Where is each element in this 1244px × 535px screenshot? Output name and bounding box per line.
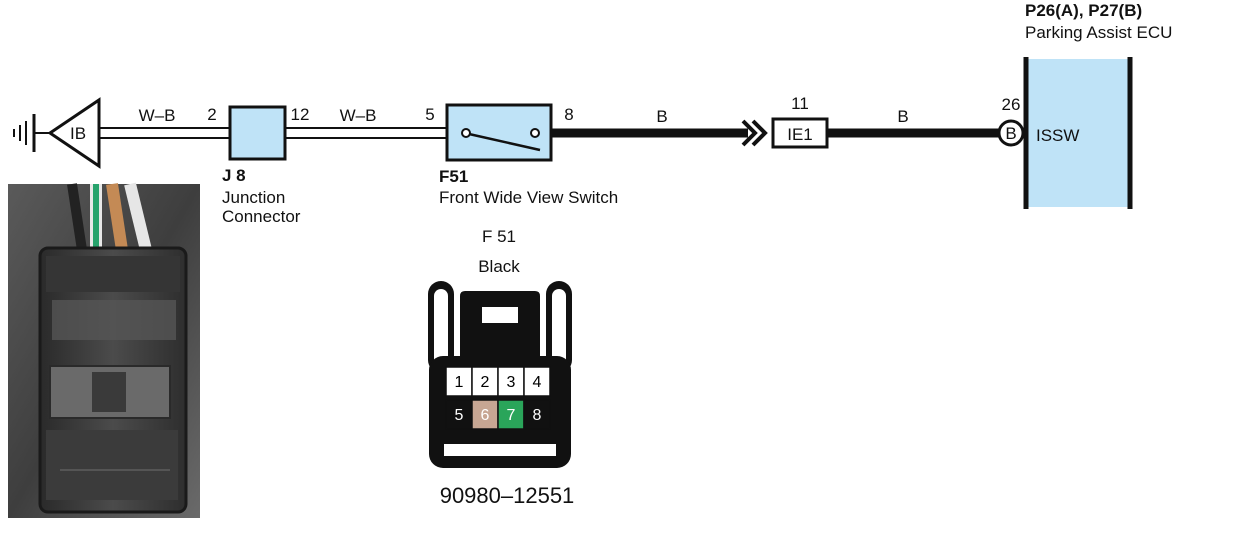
in-line-arrows bbox=[741, 119, 768, 147]
cavity-4-label: 4 bbox=[533, 374, 542, 391]
ecu-box bbox=[1026, 59, 1130, 207]
connector-face-ref: F 51 bbox=[482, 227, 516, 246]
ib-label: IB bbox=[70, 124, 86, 143]
junction-pin-in: 2 bbox=[207, 105, 216, 124]
switch-lever bbox=[468, 132, 541, 152]
cavity-7-label: 7 bbox=[507, 407, 516, 424]
wire-wb-1-label: W–B bbox=[139, 106, 176, 125]
switch-pin-in: 5 bbox=[425, 105, 434, 124]
ecu-pin-letter: B bbox=[1005, 124, 1016, 143]
ecu-terminal-label: ISSW bbox=[1036, 126, 1079, 145]
switch-pin-out: 8 bbox=[564, 105, 573, 124]
cavity-4 bbox=[523, 366, 551, 397]
switch-ref: F51 bbox=[439, 167, 468, 186]
junction-connector-box bbox=[228, 105, 287, 161]
switch-contact-right bbox=[530, 128, 540, 138]
switch-name: Front Wide View Switch bbox=[439, 188, 618, 207]
cavity-6-label: 6 bbox=[481, 407, 490, 424]
cavity-5-label: 5 bbox=[455, 407, 464, 424]
cavity-1 bbox=[445, 366, 473, 397]
ecu-name: Parking Assist ECU bbox=[1025, 23, 1172, 42]
cavity-3-label: 3 bbox=[507, 374, 516, 391]
junction-ref: J 8 bbox=[222, 166, 246, 185]
cavity-1-label: 1 bbox=[455, 374, 464, 391]
junction-name-line2: Connector bbox=[222, 207, 301, 226]
wire-b-2-label: B bbox=[897, 107, 908, 126]
cavity-2-label: 2 bbox=[481, 374, 490, 391]
splice-label: IE1 bbox=[787, 125, 813, 144]
switch-contact-left bbox=[461, 128, 471, 138]
ib-triangle bbox=[47, 97, 101, 169]
wire-wb-2 bbox=[285, 127, 447, 139]
connector-face-housing-color: Black bbox=[478, 257, 520, 276]
ecu-ref: P26(A), P27(B) bbox=[1025, 1, 1142, 20]
cavity-5 bbox=[445, 399, 473, 430]
wire-wb-1 bbox=[99, 127, 230, 139]
connector-part-number: 90980–12551 bbox=[440, 483, 575, 508]
connector-photo bbox=[8, 182, 200, 518]
wire-b-1-label: B bbox=[656, 107, 667, 126]
ground-symbol bbox=[13, 114, 50, 152]
cavity-8-label: 8 bbox=[533, 407, 542, 424]
ecu-pin-number: 26 bbox=[1002, 95, 1021, 114]
cavity-8 bbox=[523, 399, 551, 430]
junction-name-line1: Junction bbox=[222, 188, 285, 207]
splice-pin: 11 bbox=[791, 94, 809, 113]
wire-wb-2-label: W–B bbox=[340, 106, 377, 125]
junction-pin-out: 12 bbox=[291, 105, 310, 124]
splice-box bbox=[771, 117, 829, 149]
